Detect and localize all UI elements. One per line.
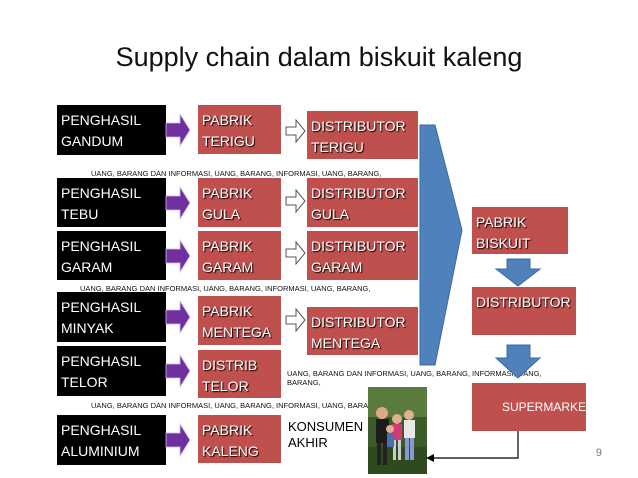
- distributor-telor: DISTRIB TELOR: [198, 350, 281, 398]
- flow-note-4: UANG, BARANG DAN INFORMASI, UANG, BARANG…: [91, 401, 369, 410]
- arrow-distributor-supermarket: [494, 344, 542, 379]
- factory-terigu: PABRIK TERIGU: [198, 105, 281, 154]
- arrow-tebu-gula: [165, 185, 191, 221]
- producer-minyak: PENGHASIL MINYAK: [57, 292, 166, 342]
- konsumen-akhir-label: KONSUMEN AKHIR: [288, 419, 364, 450]
- flow-note-3: UANG, BARANG DAN INFORMASI, UANG, BARANG…: [287, 369, 542, 389]
- factory-garam: PABRIK GARAM: [198, 231, 281, 280]
- arrow-aluminium-kaleng: [165, 422, 191, 458]
- distributor-box: DISTRIBUTOR: [472, 287, 576, 335]
- arrow-telor-distrib: [165, 353, 191, 389]
- producer-aluminium: PENGHASIL ALUMINIUM: [57, 415, 166, 465]
- producer-tebu: PENGHASIL TEBU: [57, 178, 166, 227]
- distributor-mentega: DISTRIBUTOR MENTEGA: [307, 307, 418, 355]
- page-number: 9: [595, 447, 602, 459]
- factory-kaleng: PABRIK KALENG: [198, 415, 281, 463]
- family-photo: [368, 387, 427, 474]
- arrow-supermarket-konsumen: [432, 431, 519, 459]
- arrow-gandum-terigu: [165, 112, 191, 148]
- arrow-garam-garam: [165, 238, 191, 274]
- arrow-garam-distributor: [285, 240, 306, 266]
- flow-note-2: UANG, BARANG DAN INFORMASI, UANG, BARANG…: [80, 284, 370, 293]
- producer-telor: PENGHASIL TELOR: [57, 346, 166, 396]
- arrow-terigu-distributor: [285, 118, 306, 144]
- big-merge-arrow: [419, 124, 463, 366]
- flow-note-1: UANG, BARANG DAN INFORMASI, UANG, BARANG…: [91, 169, 381, 178]
- arrow-minyak-mentega: [165, 299, 191, 335]
- arrow-gula-distributor: [285, 188, 306, 214]
- distributor-garam: DISTRIBUTOR GARAM: [307, 231, 418, 280]
- slide-title: Supply chain dalam biskuit kaleng: [115, 42, 523, 72]
- producer-gandum: PENGHASIL GANDUM: [57, 105, 166, 155]
- arrow-mentega-distributor: [285, 307, 306, 333]
- pabrik-biskuit-box: PABRIK BISKUIT: [472, 207, 568, 254]
- distributor-terigu: DISTRIBUTOR TERIGU: [307, 111, 418, 159]
- factory-mentega: PABRIK MENTEGA: [198, 296, 281, 345]
- factory-gula: PABRIK GULA: [198, 178, 281, 227]
- supermarket-box: SUPERMARKET: [472, 383, 586, 431]
- distributor-gula: DISTRIBUTOR GULA: [307, 178, 418, 227]
- producer-garam: PENGHASIL GARAM: [57, 231, 166, 280]
- arrow-biskuit-distributor: [494, 258, 542, 287]
